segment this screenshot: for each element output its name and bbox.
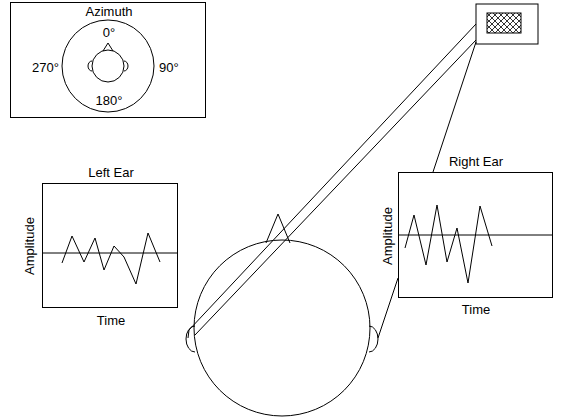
left-waveform (42, 233, 178, 284)
sound-source (476, 4, 538, 44)
plot-title: Right Ear (449, 154, 503, 169)
axis-label: Time (97, 313, 125, 328)
left-ear-plot: Left EarAmplitudeTime (42, 183, 178, 308)
azimuth-angle: 270° (32, 60, 59, 75)
azimuth-angle: 0° (103, 25, 115, 40)
right-ear-plot: Right EarAmplitudeTime (398, 172, 553, 298)
panel-title: Azimuth (86, 4, 133, 19)
axis-label: Time (462, 302, 490, 317)
axis-label: Amplitude (380, 207, 395, 265)
azimuth-figure (62, 20, 154, 112)
sound-path (188, 24, 476, 338)
azimuth-angle: 90° (159, 60, 179, 75)
right-waveform (398, 205, 553, 283)
azimuth-panel: Azimuth 0° 90° 180° 270° (10, 2, 206, 118)
azimuth-angle: 180° (96, 93, 123, 108)
plot-title: Left Ear (88, 165, 134, 180)
axis-label: Amplitude (22, 217, 37, 275)
